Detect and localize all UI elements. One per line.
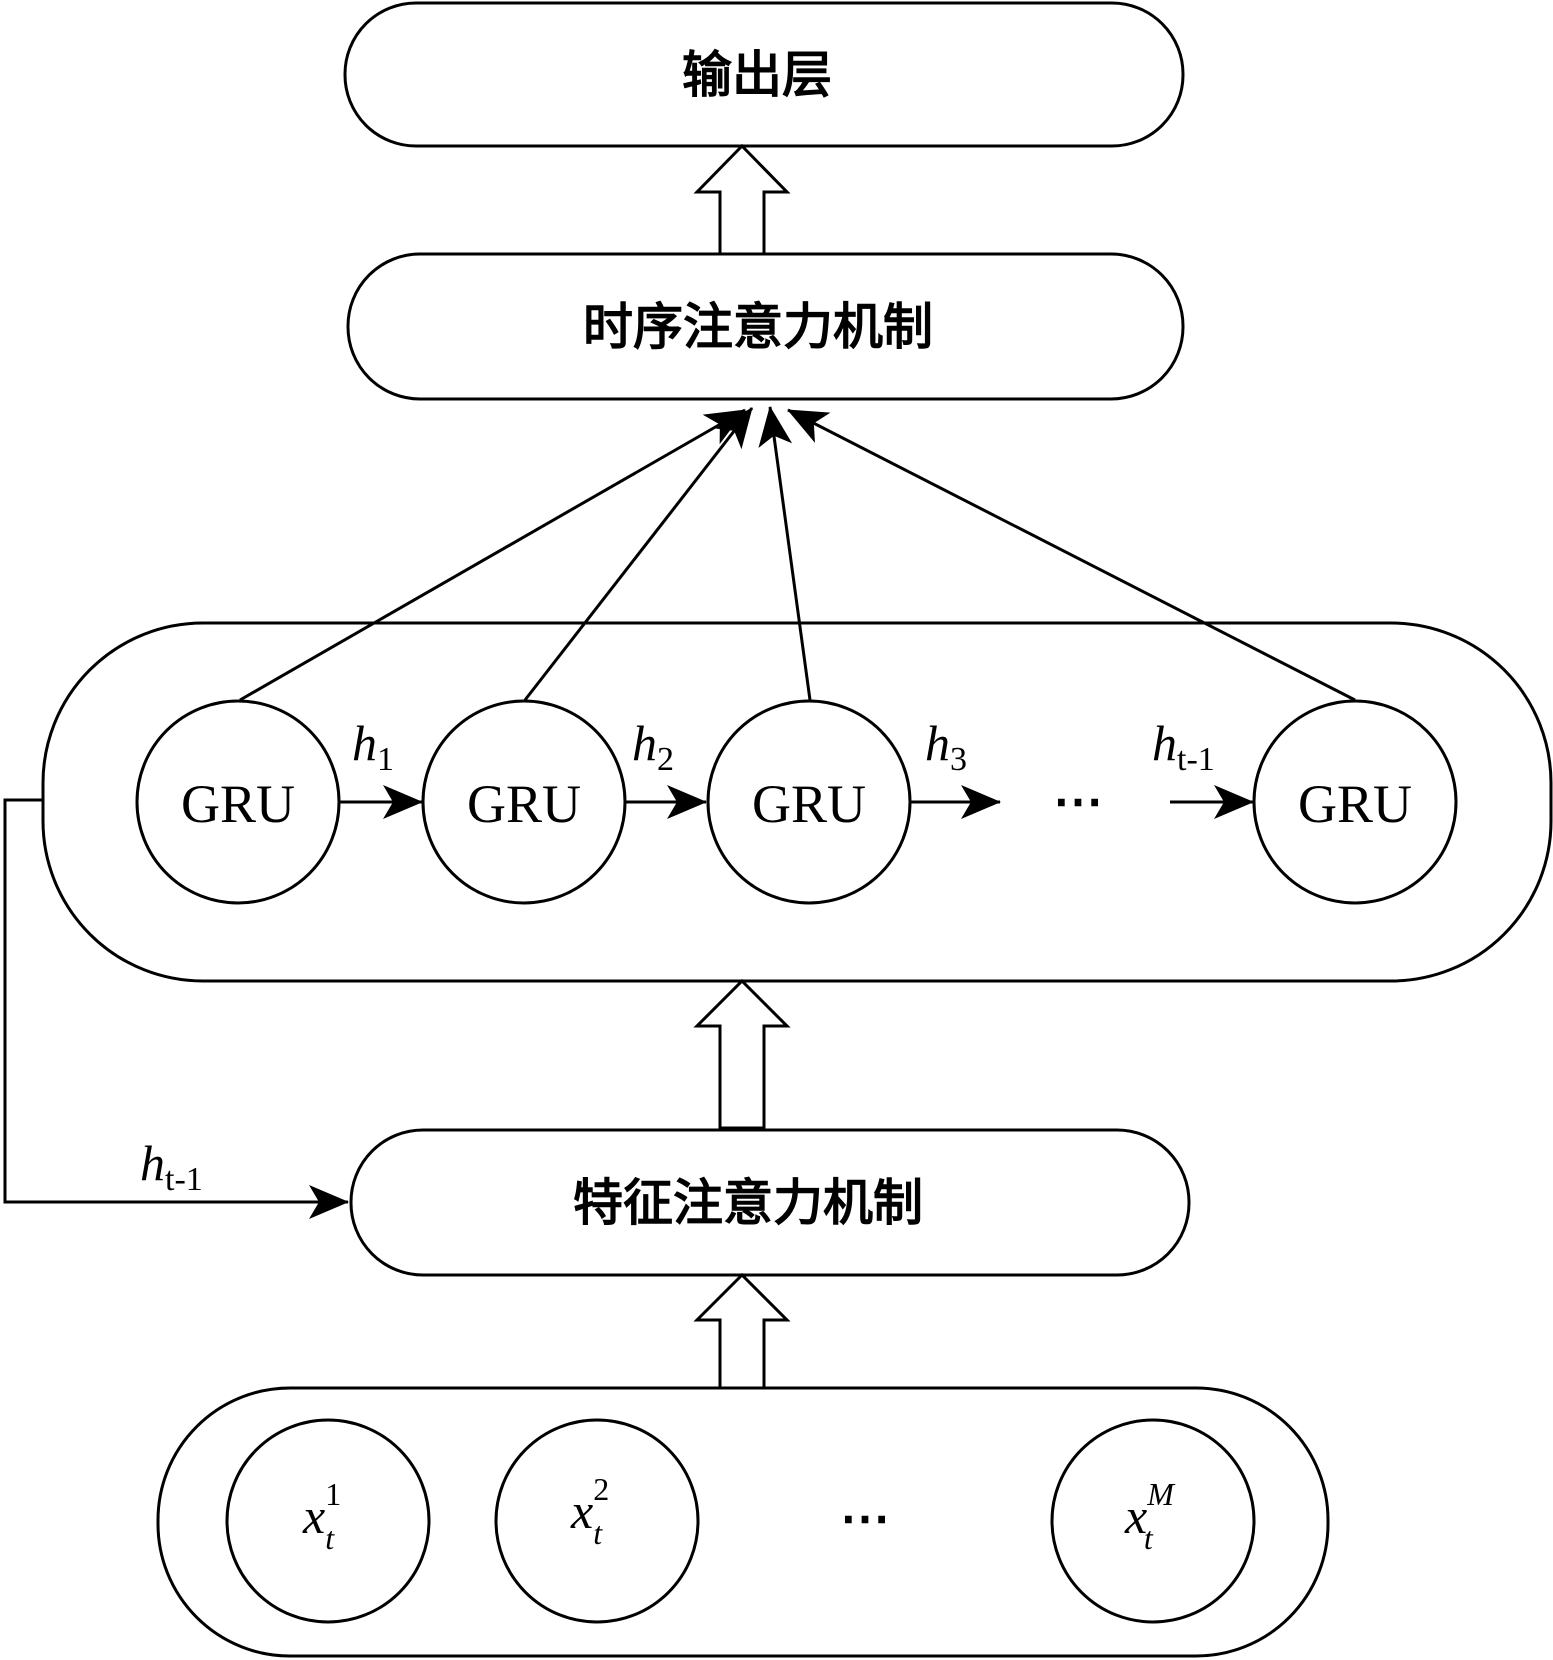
gru1-to-attention-line (239, 408, 746, 702)
hollow-arrow-to-gru-layer (693, 978, 791, 1130)
h2-label: h2 (632, 715, 674, 778)
gru-to-attention-connections (239, 406, 1356, 702)
output-layer-label: 输出层 (682, 45, 832, 104)
hollow-arrow-to-output (693, 143, 791, 256)
gru-cell-3-label: GRU (752, 774, 866, 834)
gru-cell-2: GRU (421, 699, 627, 905)
hollow-arrow-to-feature-attention (693, 1272, 791, 1390)
input-layer-box (156, 1386, 1330, 1658)
h3-label: h3 (925, 715, 967, 778)
output-layer-box: 输出层 (343, 1, 1185, 148)
feature-attention-box: 特征注意力机制 (349, 1128, 1191, 1277)
gru2-to-attention-line (523, 407, 754, 701)
feedback-label: ht-1 (140, 1135, 203, 1198)
gru-cell-4: GRU (1252, 699, 1458, 905)
temporal-attention-box: 时序注意力机制 (346, 252, 1185, 401)
temporal-attention-label: 时序注意力机制 (583, 297, 933, 356)
ht-1-label: ht-1 (1152, 715, 1215, 778)
gru-ellipsis: ⋯ (1053, 773, 1103, 829)
h1-label: h1 (352, 715, 394, 778)
gru-cell-1-label: GRU (181, 774, 295, 834)
gru3-to-attention-line (758, 406, 812, 701)
gru-cell-2-label: GRU (467, 774, 581, 834)
gru4-to-attention-line (787, 408, 1356, 702)
feature-attention-label: 特征注意力机制 (573, 1173, 923, 1232)
gru-layer-box (41, 621, 1553, 983)
input-ellipsis: ⋯ (840, 1490, 890, 1546)
gru-cell-1: GRU (135, 699, 341, 905)
feedback-line (3, 798, 349, 1219)
gru-cell-4-label: GRU (1298, 774, 1412, 834)
gru-cell-3: GRU (706, 699, 912, 905)
